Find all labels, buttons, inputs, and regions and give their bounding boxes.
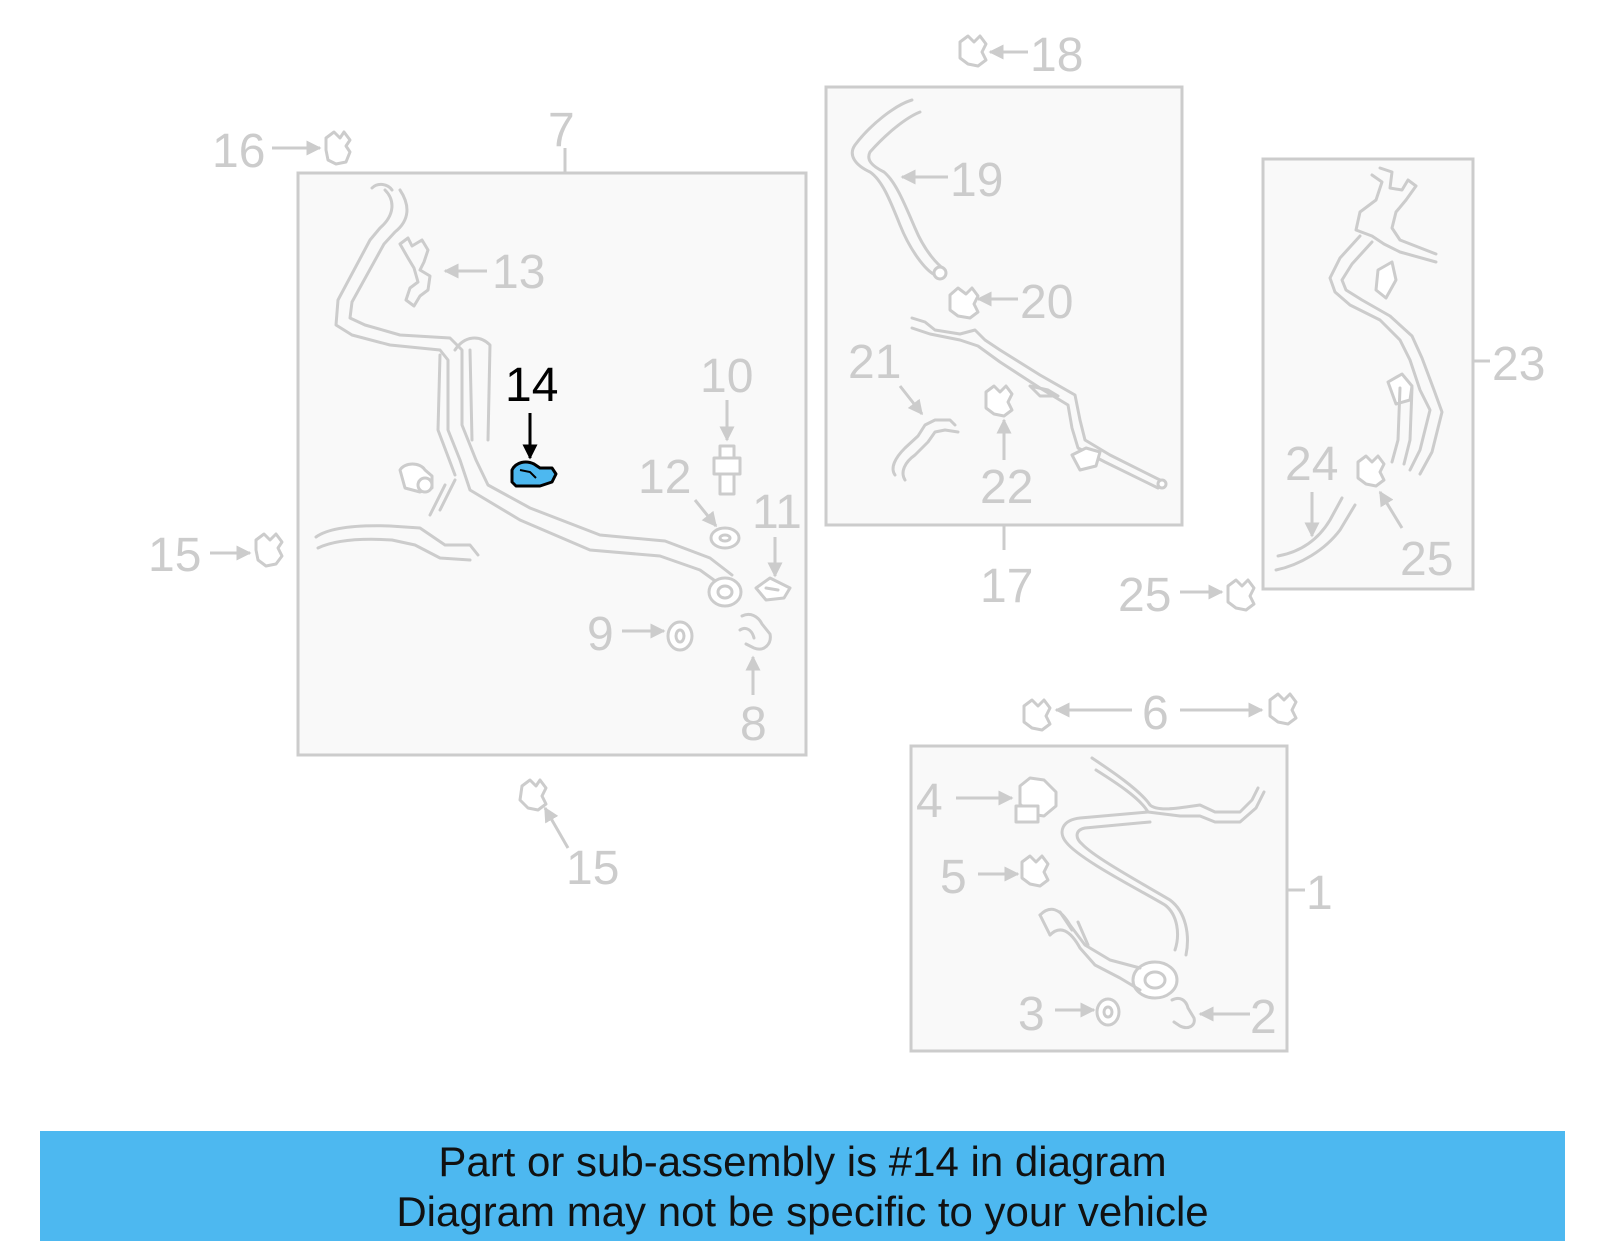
assembly-box-23: 23 bbox=[1261, 157, 1545, 591]
callout-6[interactable]: 6 bbox=[1142, 687, 1169, 740]
part-12-washer: 12 bbox=[638, 451, 741, 550]
part-17-pipe bbox=[910, 316, 1168, 490]
callout-20[interactable]: 20 bbox=[1020, 276, 1073, 329]
callout-2[interactable]: 2 bbox=[1250, 991, 1277, 1044]
part-15-clip-bottom: 15 bbox=[518, 778, 619, 895]
part-15-clip-left: 15 bbox=[148, 529, 284, 582]
callout-4[interactable]: 4 bbox=[916, 775, 943, 828]
callout-17[interactable]: 17 bbox=[980, 560, 1033, 613]
callout-25a[interactable]: 25 bbox=[1400, 533, 1453, 586]
banner-line-2: Diagram may not be specific to your vehi… bbox=[396, 1188, 1209, 1235]
callout-18[interactable]: 18 bbox=[1030, 29, 1083, 82]
part-8-clamp: 8 bbox=[738, 612, 772, 751]
part-2-clamp: 2 bbox=[1170, 991, 1277, 1044]
part-25-clip-inner: 25 bbox=[1356, 454, 1453, 586]
part-6-clips: 6 bbox=[1022, 687, 1298, 740]
callout-14[interactable]: 14 bbox=[505, 359, 558, 412]
callout-24[interactable]: 24 bbox=[1285, 438, 1338, 491]
callout-15a[interactable]: 15 bbox=[148, 529, 201, 582]
callout-13[interactable]: 13 bbox=[492, 246, 545, 299]
part-21-hose: 21 bbox=[848, 336, 960, 482]
callout-12[interactable]: 12 bbox=[638, 451, 691, 504]
callout-5[interactable]: 5 bbox=[940, 851, 967, 904]
part-10-sensor: 10 bbox=[700, 350, 753, 496]
callout-23[interactable]: 23 bbox=[1492, 338, 1545, 391]
part-24-hose: 24 bbox=[1274, 438, 1357, 572]
part-20-clip: 20 bbox=[948, 276, 1073, 329]
callout-22[interactable]: 22 bbox=[980, 461, 1033, 514]
heater-hose-main bbox=[314, 182, 743, 608]
callout-8[interactable]: 8 bbox=[740, 698, 767, 751]
part-25-clip-outer: 25 bbox=[1118, 569, 1256, 622]
part-16-clip: 16 bbox=[212, 125, 352, 178]
callout-1[interactable]: 1 bbox=[1306, 867, 1333, 920]
part-1-pipe bbox=[1038, 756, 1266, 1000]
part-23-pipe bbox=[1328, 166, 1444, 476]
part-5-clip: 5 bbox=[940, 851, 1050, 904]
callout-19[interactable]: 19 bbox=[950, 154, 1003, 207]
part-19-hose: 19 bbox=[850, 98, 1003, 281]
part-11-clip: 11 bbox=[752, 486, 802, 602]
part-9-washer: 9 bbox=[587, 608, 694, 661]
callout-15b[interactable]: 15 bbox=[566, 842, 619, 895]
callout-21[interactable]: 21 bbox=[848, 336, 901, 389]
callout-3[interactable]: 3 bbox=[1018, 988, 1045, 1041]
part-18-clip: 18 bbox=[958, 29, 1083, 82]
callout-10[interactable]: 10 bbox=[700, 350, 753, 403]
banner-line-1: Part or sub-assembly is #14 in diagram bbox=[438, 1138, 1167, 1185]
part-22-clip: 22 bbox=[980, 384, 1033, 514]
assembly-box-7: 7 bbox=[296, 104, 808, 757]
callout-7[interactable]: 7 bbox=[548, 104, 575, 157]
part-14-highlighted[interactable]: 14 bbox=[505, 359, 558, 488]
part-13-bracket: 13 bbox=[398, 236, 545, 308]
part-3-washer: 3 bbox=[1018, 988, 1121, 1041]
callout-9[interactable]: 9 bbox=[587, 608, 614, 661]
info-banner: Part or sub-assembly is #14 in diagram D… bbox=[40, 1131, 1565, 1241]
callout-11[interactable]: 11 bbox=[752, 486, 802, 539]
callout-16[interactable]: 16 bbox=[212, 125, 265, 178]
callout-25b[interactable]: 25 bbox=[1118, 569, 1171, 622]
part-4-fitting: 4 bbox=[916, 775, 1058, 828]
